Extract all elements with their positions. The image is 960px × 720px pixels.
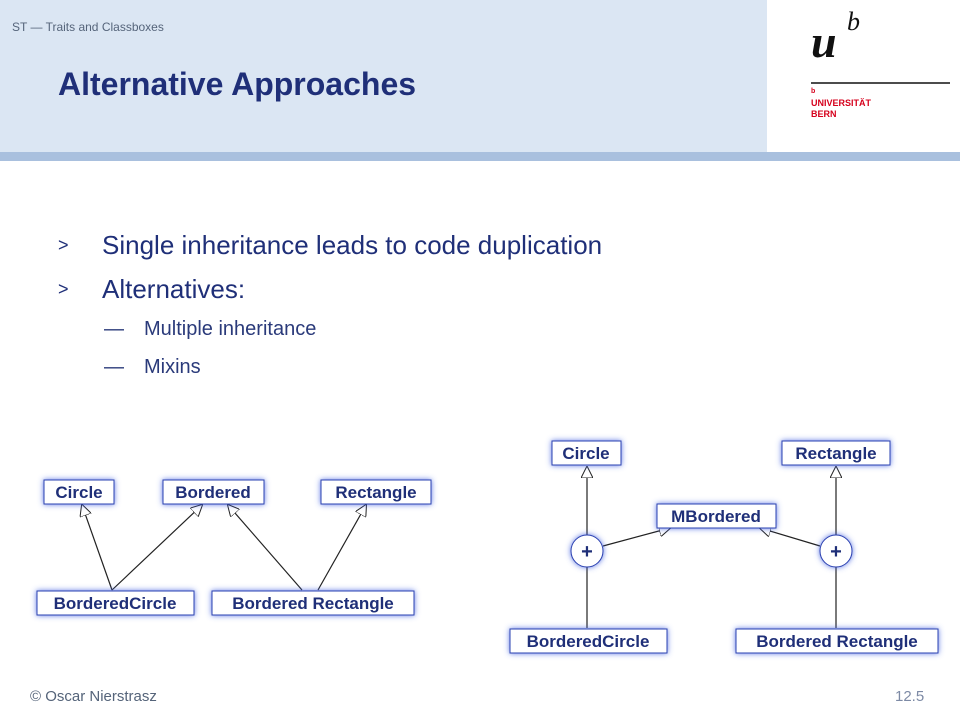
course-label: ST — Traits and Classboxes — [12, 20, 164, 34]
university-logo: u b b UNIVERSITÄT BERN — [811, 7, 950, 119]
bullet-item: > Alternatives: — [58, 269, 602, 313]
class-name: Rectangle — [335, 483, 416, 502]
logo-area — [767, 0, 960, 152]
bullet-marker: > — [58, 235, 69, 255]
mixin-arrow — [760, 528, 821, 547]
uml-class-bordered: Bordered — [162, 479, 265, 505]
uml-class-rectangle: Rectangle — [320, 479, 432, 505]
inheritance-arrow — [82, 505, 113, 591]
plus-node-left: + — [570, 534, 604, 568]
class-name: Rectangle — [795, 444, 876, 463]
inheritance-arrow — [317, 505, 366, 591]
diagram-multiple-inheritance: Circle Bordered Rectangle BorderedCircle… — [36, 479, 432, 616]
class-name: Bordered Rectangle — [232, 594, 394, 613]
logo-line1: UNIVERSITÄT — [811, 98, 872, 108]
inheritance-arrow — [228, 505, 303, 591]
bullet-text: Alternatives: — [102, 274, 246, 304]
logo-superscript-b: b — [847, 7, 860, 36]
class-name: Bordered — [175, 483, 251, 502]
sub-bullet-marker: — — [104, 356, 124, 378]
uml-class-bordered-circle: BorderedCircle — [36, 590, 195, 616]
plus-symbol: + — [581, 541, 593, 563]
uml-class-bordered-rectangle: Bordered Rectangle — [211, 590, 415, 616]
bullet-text: Single inheritance leads to code duplica… — [102, 230, 603, 260]
class-name: Bordered Rectangle — [756, 632, 918, 651]
class-name: Circle — [55, 483, 102, 502]
page-number: 12.5 — [895, 688, 925, 705]
class-name: BorderedCircle — [527, 632, 650, 651]
mixin-arrow — [602, 528, 670, 547]
class-name: BorderedCircle — [54, 594, 177, 613]
diagram-mixins: Circle Rectangle MBordered + + BorderedC… — [509, 440, 939, 654]
inheritance-arrow — [111, 505, 202, 591]
uml-class-bordered-circle: BorderedCircle — [509, 628, 668, 654]
sub-bullet-list: — Multiple inheritance — Mixins — [104, 312, 316, 388]
header-divider — [0, 152, 960, 161]
sub-bullet-text: Multiple inheritance — [144, 318, 317, 340]
sub-bullet-item: — Mixins — [104, 350, 316, 388]
uml-class-circle: Circle — [43, 479, 115, 505]
sub-bullet-item: — Multiple inheritance — [104, 312, 316, 350]
uml-class-rectangle: Rectangle — [781, 440, 891, 466]
slide-title: Alternative Approaches — [58, 66, 417, 102]
logo-letter-u: u — [811, 16, 837, 67]
bullet-list: > Single inheritance leads to code dupli… — [58, 225, 602, 313]
footer-author: © Oscar Nierstrasz — [30, 688, 157, 705]
plus-node-right: + — [819, 534, 853, 568]
uml-class-circle: Circle — [551, 440, 622, 466]
uml-class-bordered-rectangle: Bordered Rectangle — [735, 628, 939, 654]
uml-class-mbordered: MBordered — [656, 503, 777, 529]
logo-line2: BERN — [811, 109, 837, 119]
bullet-marker: > — [58, 279, 69, 299]
logo-small-b: b — [811, 88, 815, 95]
sub-bullet-text: Mixins — [144, 356, 201, 378]
header-band — [0, 0, 767, 152]
class-name: MBordered — [671, 507, 761, 526]
bullet-item: > Single inheritance leads to code dupli… — [58, 225, 602, 269]
plus-symbol: + — [830, 541, 842, 563]
class-name: Circle — [562, 444, 609, 463]
sub-bullet-marker: — — [104, 318, 124, 340]
